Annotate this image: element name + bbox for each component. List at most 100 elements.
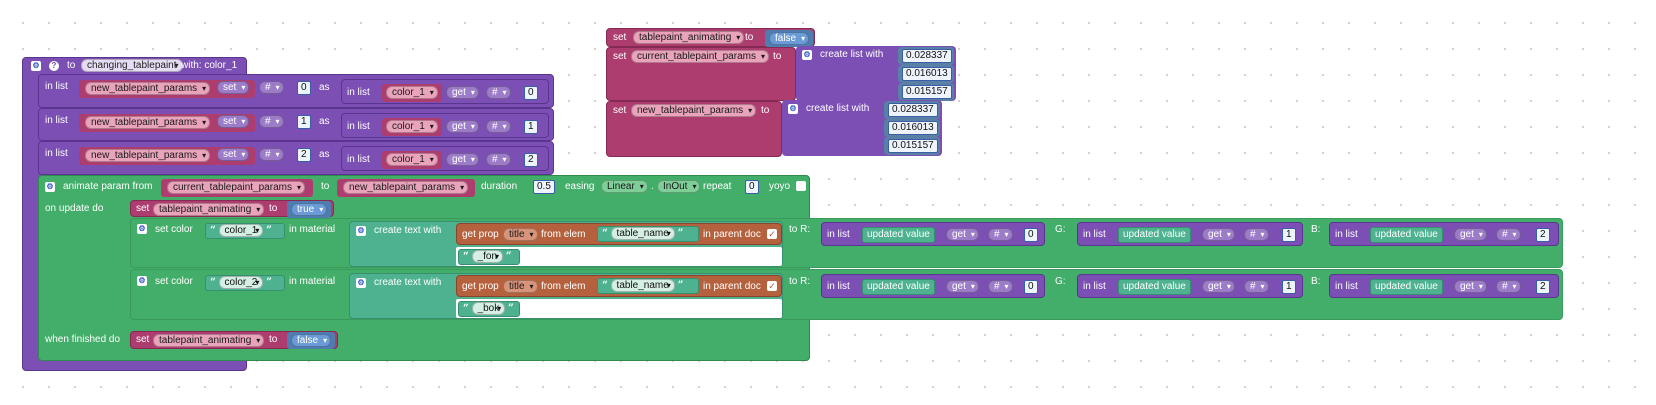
color-string-value[interactable]: color_1 — [218, 224, 264, 237]
get-dropdown[interactable]: get — [446, 120, 479, 133]
updated-value-block[interactable]: updated value — [1370, 279, 1443, 295]
procedure-name[interactable]: changing_tablepaint — [81, 59, 183, 72]
bool-false-block[interactable]: false — [765, 30, 813, 47]
list-value[interactable]: 0.028337 — [888, 103, 938, 117]
get-dropdown[interactable]: get — [446, 86, 479, 99]
bool-dropdown[interactable]: false — [291, 334, 332, 347]
list-get-block[interactable]: in list color_1 get # 1 — [341, 113, 549, 138]
index-value[interactable]: 1 — [297, 115, 311, 129]
index-value[interactable]: 2 — [297, 148, 311, 162]
gear-icon[interactable]: ⚙ — [137, 276, 147, 286]
index-mode-dropdown[interactable]: # — [486, 86, 511, 99]
suffix-string-block[interactable]: “ _fon ” — [458, 249, 520, 265]
r-list-get-block[interactable]: in list updated value get # 0 — [821, 274, 1045, 298]
index-value[interactable]: 2 — [524, 153, 538, 167]
parent-doc-checkbox[interactable]: ✓ — [767, 281, 777, 291]
set-color-block-2[interactable]: ⚙ set color “ color_2 ” in material ⚙ cr… — [130, 269, 1563, 320]
color-string-block[interactable]: “ color_2 ” — [205, 275, 285, 291]
set-dropdown[interactable]: set — [217, 115, 250, 128]
index-value[interactable]: 1 — [1282, 228, 1296, 242]
var-dropdown-current-params[interactable]: current_tablepaint_params — [167, 181, 305, 194]
table-name-value[interactable]: table_name — [610, 227, 675, 240]
get-dropdown[interactable]: get — [446, 153, 479, 166]
get-prop-block[interactable]: get prop title from elem “ table_name ” … — [456, 223, 782, 245]
updated-value-block[interactable]: updated value — [1118, 279, 1191, 295]
list-set-row-1[interactable]: in list new_tablepaint_params set # 1 as… — [38, 108, 554, 141]
gear-icon[interactable]: ⚙ — [137, 224, 147, 234]
var-dropdown-new-params[interactable]: new_tablepaint_params — [85, 82, 211, 95]
g-list-get-block[interactable]: in list updated value get # 1 — [1077, 274, 1303, 298]
easing-mode-dropdown[interactable]: InOut — [657, 180, 701, 193]
list-value[interactable]: 0.016013 — [902, 67, 952, 81]
index-mode-dropdown[interactable]: # — [259, 81, 284, 94]
index-value[interactable]: 0 — [524, 86, 538, 100]
updated-value-block[interactable]: updated value — [862, 279, 935, 295]
prop-dropdown[interactable]: title — [503, 228, 538, 241]
suffix-value[interactable]: _bok — [471, 302, 506, 315]
get-dropdown[interactable]: get — [1454, 280, 1487, 293]
get-dropdown[interactable]: get — [1454, 228, 1487, 241]
parent-doc-checkbox[interactable]: ✓ — [767, 229, 777, 239]
bool-false-block[interactable]: false — [287, 332, 335, 349]
index-mode-dropdown[interactable]: # — [1244, 280, 1269, 293]
table-name-string-block[interactable]: “ table_name ” — [597, 278, 699, 294]
create-list-block-1[interactable]: ⚙ create list with 0.028337 0.016013 0.0… — [796, 46, 956, 101]
list-set-row-2[interactable]: in list new_tablepaint_params set # 2 as… — [38, 141, 554, 175]
updated-value-block[interactable]: updated value — [862, 227, 935, 243]
g-list-get-block[interactable]: in list updated value get # 1 — [1077, 222, 1303, 246]
var-dropdown-tablepaint-animating[interactable]: tablepaint_animating — [153, 334, 265, 347]
r-list-get-block[interactable]: in list updated value get # 0 — [821, 222, 1045, 246]
table-name-string-block[interactable]: “ table_name ” — [597, 226, 699, 242]
set-color-block-1[interactable]: ⚙ set color “ color_1 ” in material ⚙ cr… — [130, 218, 1563, 268]
repeat-value[interactable]: 0 — [745, 180, 759, 194]
bool-dropdown[interactable]: true — [291, 203, 328, 216]
yoyo-checkbox[interactable] — [796, 181, 806, 191]
list-value[interactable]: 0.028337 — [902, 49, 952, 63]
gear-icon[interactable]: ⚙ — [802, 50, 812, 60]
updated-value-block[interactable]: updated value — [1370, 227, 1443, 243]
index-value[interactable]: 2 — [1536, 280, 1550, 294]
color-string-block[interactable]: “ color_1 ” — [205, 223, 285, 239]
gear-icon[interactable]: ⚙ — [356, 226, 366, 236]
list-get-block[interactable]: in list color_1 get # 2 — [341, 146, 549, 171]
set-animating-true-block[interactable]: set tablepaint_animating to true — [130, 200, 334, 218]
set-dropdown[interactable]: set — [217, 81, 250, 94]
var-dropdown-color1[interactable]: color_1 — [386, 86, 438, 99]
index-value[interactable]: 2 — [1536, 228, 1550, 242]
table-name-value[interactable]: table_name — [610, 279, 675, 292]
gear-icon[interactable]: ⚙ — [31, 61, 41, 71]
list-value[interactable]: 0.016013 — [888, 121, 938, 135]
index-mode-dropdown[interactable]: # — [1244, 228, 1269, 241]
set-animating-false-finished-block[interactable]: set tablepaint_animating to false — [130, 331, 338, 349]
create-list-block-2[interactable]: ⚙ create list with 0.028337 0.016013 0.0… — [782, 100, 942, 156]
index-mode-dropdown[interactable]: # — [486, 120, 511, 133]
index-mode-dropdown[interactable]: # — [988, 228, 1013, 241]
get-dropdown[interactable]: get — [946, 280, 979, 293]
get-dropdown[interactable]: get — [946, 228, 979, 241]
var-dropdown-current-params[interactable]: current_tablepaint_params — [631, 50, 769, 63]
help-icon[interactable]: ? — [49, 61, 59, 71]
create-text-block[interactable]: ⚙ create text with get prop title from e… — [349, 273, 783, 319]
create-text-block[interactable]: ⚙ create text with get prop title from e… — [349, 221, 783, 267]
list-get-block[interactable]: in list color_1 get # 0 — [341, 79, 549, 104]
var-dropdown-new-params[interactable]: new_tablepaint_params — [343, 181, 469, 194]
index-value[interactable]: 0 — [1024, 280, 1038, 294]
list-value[interactable]: 0.015157 — [888, 139, 938, 153]
var-dropdown-new-params[interactable]: new_tablepaint_params — [85, 116, 211, 129]
color-string-value[interactable]: color_2 — [218, 276, 264, 289]
gear-icon[interactable]: ⚙ — [45, 182, 55, 192]
suffix-value[interactable]: _fon — [471, 250, 504, 263]
get-dropdown[interactable]: get — [1202, 228, 1235, 241]
var-dropdown-color1[interactable]: color_1 — [386, 153, 438, 166]
var-dropdown-new-params[interactable]: new_tablepaint_params — [631, 104, 757, 117]
prop-dropdown[interactable]: title — [503, 280, 538, 293]
index-mode-dropdown[interactable]: # — [259, 115, 284, 128]
bool-dropdown[interactable]: false — [769, 32, 810, 45]
var-dropdown-tablepaint-animating[interactable]: tablepaint_animating — [153, 203, 265, 216]
var-dropdown-new-params[interactable]: new_tablepaint_params — [85, 149, 211, 162]
gear-icon[interactable]: ⚙ — [788, 104, 798, 114]
gear-icon[interactable]: ⚙ — [356, 278, 366, 288]
index-mode-dropdown[interactable]: # — [988, 280, 1013, 293]
duration-value[interactable]: 0.5 — [533, 180, 555, 194]
set-current-params-block[interactable]: set current_tablepaint_params to — [606, 47, 796, 101]
